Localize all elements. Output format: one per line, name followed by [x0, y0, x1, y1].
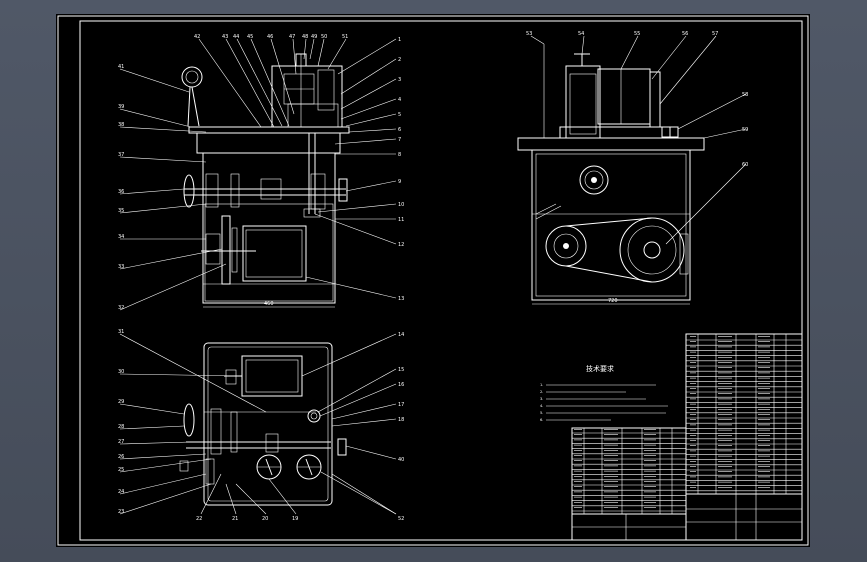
svg-text:28: 28 — [118, 424, 124, 430]
top-view: 31 30 29 28 27 26 25 24 23 22 21 20 19 1… — [118, 329, 404, 522]
svg-text:47: 47 — [289, 34, 295, 40]
svg-text:14: 14 — [398, 332, 404, 338]
svg-text:52: 52 — [398, 516, 404, 522]
tech-requirements-title: 技术要求 — [586, 364, 614, 373]
svg-text:38: 38 — [118, 122, 124, 128]
svg-text:59: 59 — [742, 127, 748, 133]
svg-text:53: 53 — [526, 31, 532, 37]
inner-frame — [79, 20, 803, 541]
svg-text:36: 36 — [118, 189, 124, 195]
svg-text:45: 45 — [247, 34, 253, 40]
svg-text:48: 48 — [302, 34, 308, 40]
svg-text:43: 43 — [222, 34, 228, 40]
tech-requirements: 技术要求 1. 2. 3. 4. 5. 6. — [540, 364, 668, 422]
front-view-dimension: 460 — [264, 301, 274, 307]
svg-text:55: 55 — [634, 31, 640, 37]
svg-text:20: 20 — [262, 516, 268, 522]
svg-text:9: 9 — [398, 179, 401, 185]
svg-text:39: 39 — [118, 104, 124, 110]
side-view-dimension: 720 — [608, 298, 618, 304]
svg-text:5: 5 — [398, 112, 401, 118]
side-view: 720 53 54 55 56 57 58 59 60 — [517, 31, 748, 305]
svg-text:31: 31 — [118, 329, 124, 335]
svg-text:17: 17 — [398, 402, 404, 408]
svg-text:4.: 4. — [540, 404, 543, 408]
svg-text:21: 21 — [232, 516, 238, 522]
svg-text:6.: 6. — [540, 418, 543, 422]
svg-text:3.: 3. — [540, 397, 543, 401]
svg-text:8: 8 — [398, 152, 401, 158]
svg-text:40: 40 — [398, 457, 404, 463]
svg-text:2.: 2. — [540, 390, 543, 394]
svg-text:12: 12 — [398, 242, 404, 248]
svg-text:23: 23 — [118, 509, 124, 515]
svg-text:24: 24 — [118, 489, 124, 495]
assembly-drawing: 4 60 — [57, 15, 809, 546]
svg-text:56: 56 — [682, 31, 688, 37]
svg-text:7: 7 — [398, 137, 401, 143]
svg-text:5.: 5. — [540, 411, 543, 415]
svg-text:2: 2 — [398, 57, 401, 63]
svg-text:42: 42 — [194, 34, 200, 40]
svg-text:49: 49 — [311, 34, 317, 40]
svg-text:29: 29 — [118, 399, 124, 405]
svg-text:35: 35 — [118, 208, 124, 214]
drawing-sheet: 4 60 — [56, 14, 810, 547]
svg-text:37: 37 — [118, 152, 124, 158]
svg-text:57: 57 — [712, 31, 718, 37]
svg-text:10: 10 — [398, 202, 404, 208]
svg-text:27: 27 — [118, 439, 124, 445]
svg-text:26: 26 — [118, 454, 124, 460]
svg-text:3: 3 — [398, 77, 401, 83]
svg-text:51: 51 — [342, 34, 348, 40]
outer-border — [57, 15, 809, 546]
svg-text:1: 1 — [398, 37, 401, 43]
svg-text:11: 11 — [398, 217, 404, 223]
parts-list-table — [571, 333, 803, 541]
svg-text:15: 15 — [398, 367, 404, 373]
svg-text:60: 60 — [742, 162, 748, 168]
svg-text:18: 18 — [398, 417, 404, 423]
svg-text:1.: 1. — [540, 383, 543, 387]
svg-text:54: 54 — [578, 31, 584, 37]
svg-text:32: 32 — [118, 305, 124, 311]
svg-text:13: 13 — [398, 296, 404, 302]
svg-text:30: 30 — [118, 369, 124, 375]
svg-text:6: 6 — [398, 127, 401, 133]
svg-text:19: 19 — [292, 516, 298, 522]
svg-text:25: 25 — [118, 467, 124, 473]
svg-text:41: 41 — [118, 64, 124, 70]
svg-text:58: 58 — [742, 92, 748, 98]
svg-text:50: 50 — [321, 34, 327, 40]
svg-text:16: 16 — [398, 382, 404, 388]
svg-text:44: 44 — [233, 34, 239, 40]
svg-text:22: 22 — [196, 516, 202, 522]
svg-text:4: 4 — [398, 97, 401, 103]
front-view: 460 — [118, 34, 404, 311]
svg-text:34: 34 — [118, 234, 124, 240]
svg-text:46: 46 — [267, 34, 273, 40]
svg-text:33: 33 — [118, 264, 124, 270]
